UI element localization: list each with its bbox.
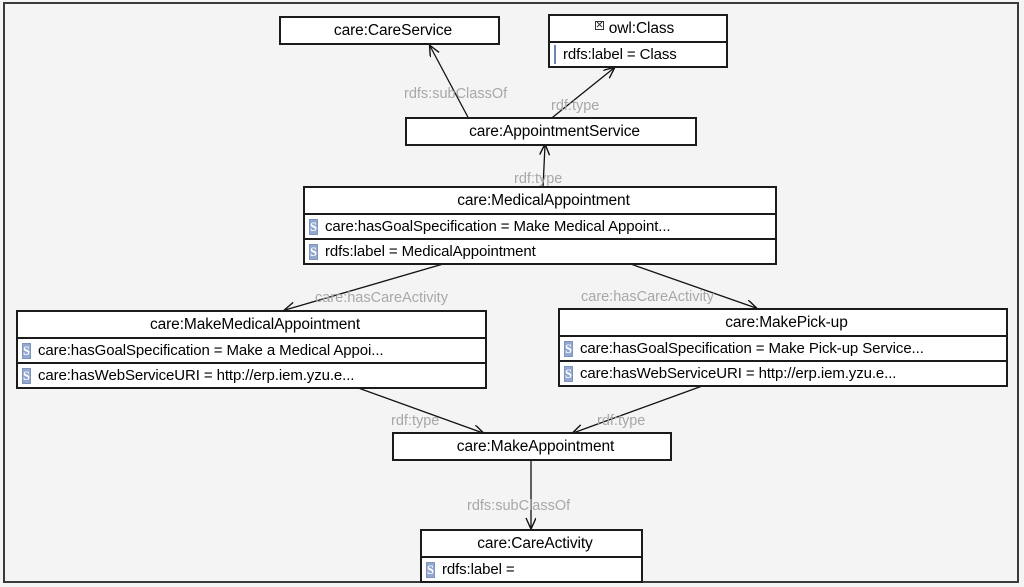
node-care-makemedicalappointment[interactable]: care:MakeMedicalAppointment S care:hasGo… <box>16 310 487 389</box>
node-header: care:MakeMedicalAppointment <box>18 312 485 337</box>
node-attribute-text: care:hasWebServiceURI = http://erp.iem.y… <box>37 367 355 384</box>
node-header: care:MakeAppointment <box>394 434 670 459</box>
node-care-makepickup[interactable]: care:MakePick-up S care:hasGoalSpecifica… <box>558 308 1008 387</box>
node-attribute-row: S care:hasGoalSpecification = Make Pick-… <box>560 335 1006 360</box>
node-header: care:CareActivity <box>422 531 641 556</box>
node-title: care:MakePick-up <box>725 313 848 331</box>
s-property-icon: S <box>22 342 31 359</box>
s-property-icon: S <box>309 218 318 235</box>
edge-label-rdf-type-appointmentservice: rdf:type <box>551 98 600 114</box>
edge-label-rdf-type-makemedicalappointment: rdf:type <box>391 413 440 429</box>
node-attribute-text: rdfs:label = Class <box>563 46 677 63</box>
node-attribute-text: rdfs:label = MedicalAppointment <box>324 243 536 260</box>
edge-label-hascareactivity-right: care:hasCareActivity <box>581 289 714 305</box>
node-header: owl:Class <box>550 16 726 41</box>
node-attribute-row: S care:hasWebServiceURI = http://erp.iem… <box>560 360 1006 385</box>
node-attribute-row: S care:hasGoalSpecification = Make Medic… <box>305 213 775 238</box>
node-title: care:MedicalAppointment <box>457 191 630 209</box>
node-attribute-text: care:hasWebServiceURI = http://erp.iem.y… <box>579 365 897 382</box>
node-title: owl:Class <box>608 19 675 37</box>
node-attribute-text: care:hasGoalSpecification = Make Medical… <box>324 218 671 235</box>
node-header: care:AppointmentService <box>407 119 695 144</box>
edge-label-rdfs-subclassof-appointmentservice: rdfs:subClassOf <box>404 86 508 102</box>
s-property-icon: S <box>426 561 435 578</box>
node-title: care:MakeAppointment <box>456 437 615 455</box>
node-attribute-row: S care:hasWebServiceURI = http://erp.iem… <box>18 362 485 387</box>
node-title: care:AppointmentService <box>469 122 640 140</box>
node-attribute-text: care:hasGoalSpecification = Make a Medic… <box>37 342 384 359</box>
node-care-medicalappointment[interactable]: care:MedicalAppointment S care:hasGoalSp… <box>303 186 777 265</box>
node-care-careactivity[interactable]: care:CareActivity S rdfs:label = <box>420 529 643 583</box>
diagram-frame <box>3 2 1019 583</box>
s-property-icon: S <box>564 340 573 357</box>
node-owl-class[interactable]: owl:Class rdfs:label = Class <box>548 14 728 68</box>
node-attribute-row: S rdfs:label = <box>422 556 641 581</box>
node-care-makeappointment[interactable]: care:MakeAppointment <box>392 432 672 461</box>
node-header: care:MedicalAppointment <box>305 188 775 213</box>
node-header: care:MakePick-up <box>560 310 1006 335</box>
node-care-careservice[interactable]: care:CareService <box>279 16 500 45</box>
node-header: care:CareService <box>281 18 498 43</box>
edge-label-rdfs-subclassof-makeappointment: rdfs:subClassOf <box>467 498 571 514</box>
blue-square-icon <box>554 44 556 64</box>
node-attribute-row: S care:hasGoalSpecification = Make a Med… <box>18 337 485 362</box>
node-attribute-text: care:hasGoalSpecification = Make Pick-up… <box>579 340 924 357</box>
s-property-icon: S <box>22 367 31 384</box>
s-property-icon: S <box>309 243 318 260</box>
node-title: care:CareActivity <box>477 534 593 552</box>
node-title: care:MakeMedicalAppointment <box>149 315 361 333</box>
edge-label-rdf-type-medicalappointment: rdf:type <box>514 171 563 187</box>
s-property-icon: S <box>564 365 573 382</box>
node-attribute-row: rdfs:label = Class <box>550 41 726 66</box>
edge-label-rdf-type-makepickup: rdf:type <box>597 413 646 429</box>
node-attribute-text: rdfs:label = <box>441 561 515 578</box>
node-care-appointmentservice[interactable]: care:AppointmentService <box>405 117 697 146</box>
node-title: care:CareService <box>333 21 453 39</box>
edge-label-hascareactivity-left: care:hasCareActivity <box>315 290 448 306</box>
node-attribute-row: S rdfs:label = MedicalAppointment <box>305 238 775 263</box>
